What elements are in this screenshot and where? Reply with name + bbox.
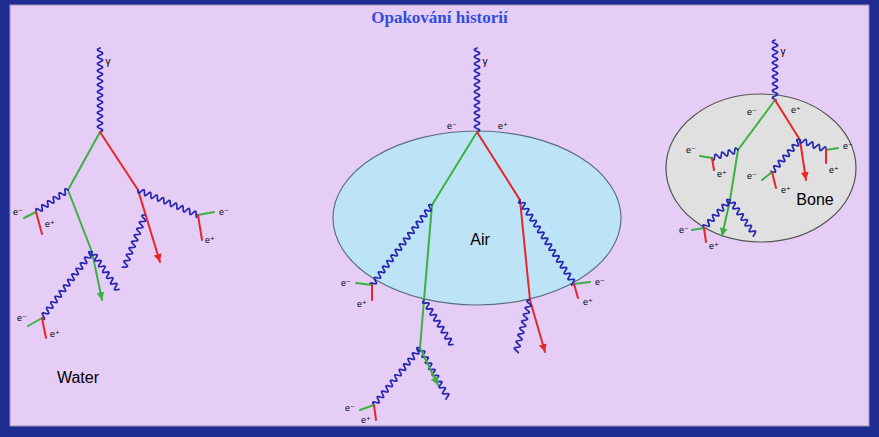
water-shower (24, 48, 214, 338)
particle-label: e⁻ (747, 108, 757, 117)
particle-label: e⁺ (717, 170, 727, 179)
particle-label: e⁻ (843, 142, 853, 151)
positron-track (100, 132, 138, 190)
photon-track (419, 348, 449, 399)
region-ellipse (666, 94, 856, 242)
bone-region: Bone (665, 93, 857, 243)
photon-track (474, 48, 479, 132)
region-label-group: Air (470, 231, 490, 249)
panel (10, 5, 869, 426)
electron-track (28, 318, 42, 326)
particle-label: e⁺ (205, 236, 215, 245)
positron-track (772, 172, 776, 188)
electron-track (762, 172, 772, 180)
positron-track (374, 405, 376, 420)
electron-track (92, 252, 102, 300)
particle-label: γ (781, 47, 786, 57)
region-outline (332, 130, 622, 306)
photon-track (729, 200, 756, 236)
electron-track (730, 150, 738, 200)
electron-track (574, 282, 590, 284)
particle-label: e⁻ (595, 278, 605, 287)
electron-track (356, 283, 372, 285)
particle-label: e⁻ (679, 226, 689, 235)
electron-track (692, 228, 704, 230)
particle-label: e⁻ (13, 208, 23, 217)
positron-track (825, 150, 827, 163)
positron-track (36, 212, 42, 234)
electron-track (420, 348, 438, 385)
photon-track (138, 190, 197, 218)
region-ellipse (333, 131, 621, 305)
electron-track (420, 205, 432, 348)
particle-label: e⁻ (341, 279, 351, 288)
positron-track (520, 200, 530, 300)
electron-track (360, 405, 374, 410)
particle-label: e⁺ (498, 122, 508, 131)
particle-label: e⁺ (829, 166, 839, 175)
positron-track (138, 190, 160, 262)
photon-track (772, 40, 777, 100)
particle-label: e⁻ (747, 172, 757, 181)
photon-track (519, 200, 575, 285)
positron-track (800, 140, 806, 180)
slide-title: Opakování historií (0, 8, 879, 28)
region-label: Air (470, 231, 490, 249)
electron-track (198, 212, 214, 215)
positron-track (477, 132, 520, 200)
electron-track (68, 132, 100, 190)
photon-track (373, 348, 420, 405)
particle-label: e⁻ (447, 122, 457, 131)
region-label-group: Bone (796, 191, 833, 209)
electron-track (826, 148, 838, 150)
particle-label: e⁺ (709, 242, 719, 251)
electron-track (432, 132, 477, 205)
photon-track (42, 252, 92, 320)
particle-label: e⁻ (686, 146, 696, 155)
electron-track (700, 156, 712, 158)
air-shower (356, 48, 590, 420)
positron-track (530, 300, 545, 352)
particle-label: e⁻ (219, 208, 229, 217)
positron-track (775, 100, 800, 140)
particle-label: e⁺ (50, 330, 60, 339)
bone-shower (692, 40, 838, 242)
photon-track (122, 215, 145, 267)
particle-label: e⁺ (357, 300, 367, 309)
particle-label: e⁺ (791, 106, 801, 115)
photon-track (713, 148, 738, 160)
positron-track (704, 228, 706, 242)
positron-track (371, 285, 373, 300)
photon-track (771, 139, 800, 172)
medium-label: Water (57, 370, 99, 386)
photon-track (91, 252, 119, 290)
photon-track (800, 139, 826, 150)
photon-track (514, 300, 531, 353)
positron-track (42, 318, 46, 338)
positron-track (712, 158, 714, 170)
particle-label: e⁻ (17, 314, 27, 323)
particle-label: e⁺ (45, 220, 55, 229)
electron-track (738, 100, 775, 150)
photon-track (370, 205, 432, 284)
electron-track (722, 200, 730, 236)
particle-label: e⁻ (345, 404, 355, 413)
electron-track (24, 212, 36, 218)
region-outline (665, 93, 857, 243)
photon-track (423, 300, 453, 345)
positron-track (574, 284, 578, 298)
particle-label: γ (106, 57, 111, 67)
region-label: Bone (796, 191, 833, 209)
positron-track (198, 215, 202, 240)
air-region: Air (332, 130, 622, 306)
photon-track (97, 48, 102, 132)
electron-track (68, 190, 92, 252)
photon-track (703, 199, 730, 227)
particle-label: e⁺ (781, 186, 791, 195)
particle-label: e⁺ (361, 416, 371, 425)
photon-track (36, 189, 68, 213)
particle-label: e⁺ (583, 298, 593, 307)
particle-label: γ (483, 57, 488, 67)
